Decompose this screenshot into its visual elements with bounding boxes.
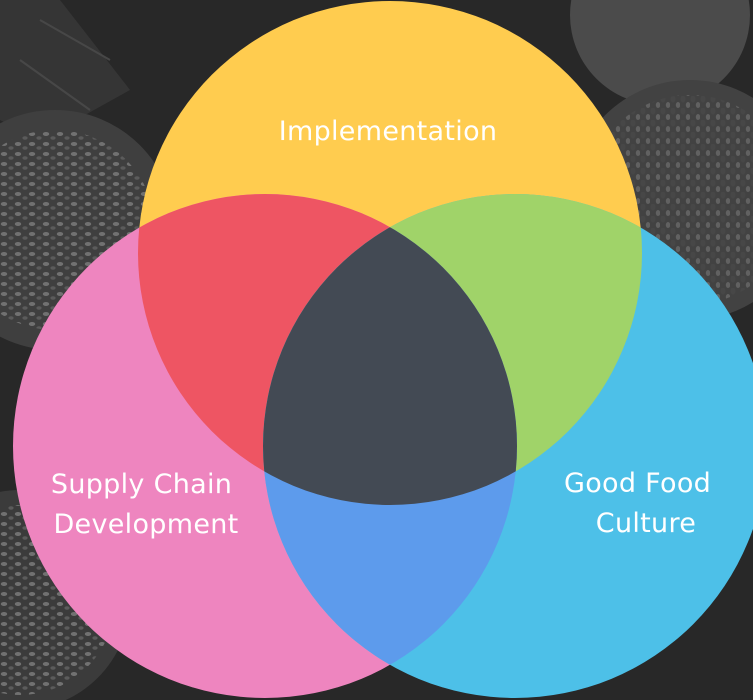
leaf-shape (0, 0, 130, 140)
label-implementation: Implementation (279, 116, 498, 147)
label-good-food-culture: Good Food Culture (564, 468, 720, 539)
label-supply-chain-line-2: Development (53, 509, 238, 540)
label-implementation-line-1: Implementation (279, 116, 498, 147)
overlap-center (263, 194, 517, 505)
label-supply-chain-development: Supply Chain Development (51, 469, 241, 540)
leaf-veins (19, 19, 111, 111)
label-good-food-line-2: Culture (596, 508, 696, 539)
label-good-food-line-1: Good Food (564, 468, 711, 499)
bowl-top-right (570, 0, 750, 105)
label-supply-chain-line-1: Supply Chain (51, 469, 232, 500)
